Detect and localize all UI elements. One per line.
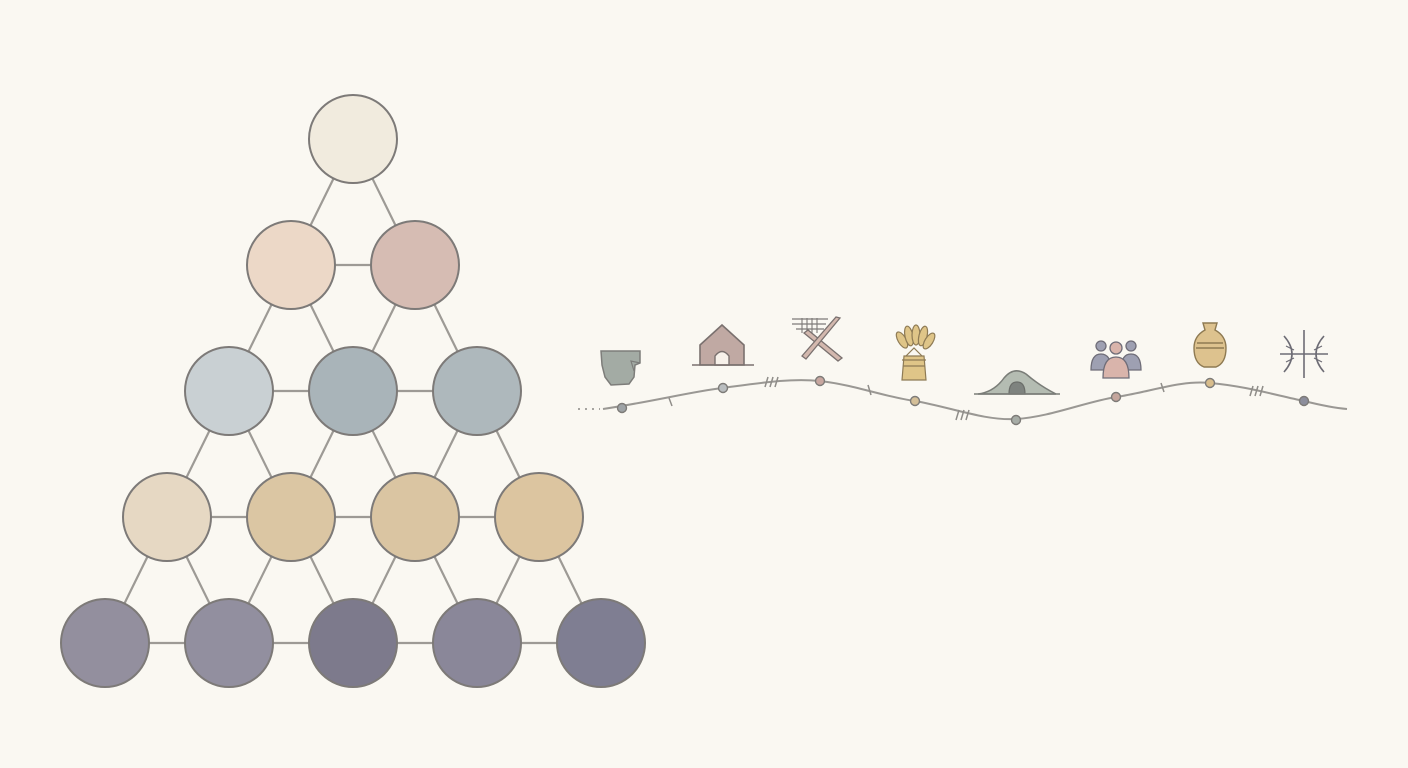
hut-icon — [692, 323, 754, 366]
pyramid-node-tier-5 — [556, 598, 646, 688]
pyramid-node-tier-5 — [60, 598, 150, 688]
loom-icon — [792, 316, 844, 362]
vase-icon — [1193, 322, 1227, 368]
timeline-tick-marks — [668, 376, 1264, 421]
pyramid-node-tier-2 — [246, 220, 336, 310]
wheat-sheaf-icon — [895, 324, 936, 381]
pyramid-node-tier-3 — [432, 346, 522, 436]
tick-mark — [955, 409, 970, 421]
people-group-icon — [1090, 340, 1142, 379]
timeline — [578, 316, 1348, 426]
pyramid-node-tier-4 — [370, 472, 460, 562]
timeline-milestone-dot — [717, 382, 729, 394]
tick-mark — [764, 376, 779, 388]
timeline-milestone-dot — [909, 395, 921, 407]
tick-mark — [1249, 385, 1264, 397]
pyramid-node-tier-2 — [370, 220, 460, 310]
timeline-milestone-dot — [1298, 395, 1310, 407]
symbol-icon — [1280, 330, 1328, 378]
tick-mark — [1160, 382, 1165, 393]
pyramid-node-tier-5 — [432, 598, 522, 688]
tick-mark — [668, 397, 673, 407]
timeline-milestone-dot — [814, 375, 826, 387]
pyramid-diagram — [60, 94, 646, 688]
pyramid-node-tier-3 — [184, 346, 274, 436]
pyramid-nodes — [60, 94, 646, 688]
timeline-milestone-dot — [616, 402, 628, 414]
pyramid-node-tier-4 — [246, 472, 336, 562]
timeline-milestone-dot — [1010, 414, 1022, 426]
broken-pot-icon — [600, 350, 641, 386]
timeline-milestone-dot — [1204, 377, 1216, 389]
pyramid-node-tier-5 — [184, 598, 274, 688]
pyramid-node-tier-4 — [122, 472, 212, 562]
tick-mark — [867, 384, 872, 396]
pyramid-node-tier-5 — [308, 598, 398, 688]
pyramid-node-tier-1 — [308, 94, 398, 184]
timeline-milestone-dot — [1110, 391, 1122, 403]
mound-icon — [974, 370, 1060, 395]
timeline-dots — [616, 375, 1310, 426]
pyramid-node-tier-3 — [308, 346, 398, 436]
timeline-icons — [600, 316, 1328, 395]
pyramid-node-tier-4 — [494, 472, 584, 562]
